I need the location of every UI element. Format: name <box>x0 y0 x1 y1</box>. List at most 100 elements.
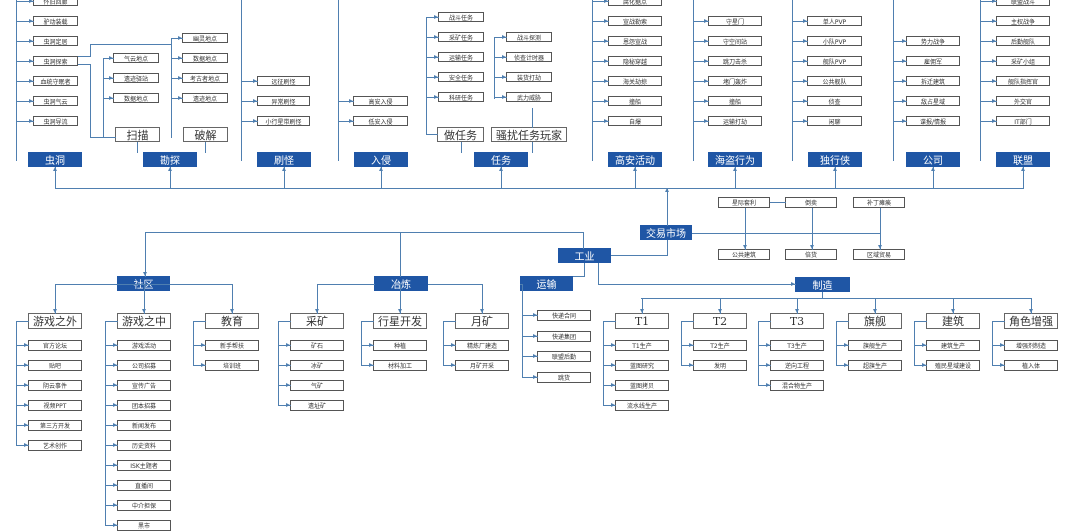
list-item[interactable]: IT部门 <box>996 116 1050 126</box>
list-item[interactable]: 高安入侵 <box>353 96 408 106</box>
list-item[interactable]: 采矿小组 <box>996 56 1050 66</box>
list-item[interactable]: 公共舰队 <box>807 76 862 86</box>
market-item[interactable]: 倍货 <box>785 249 837 260</box>
group-manufacturing[interactable]: T1 <box>615 313 669 329</box>
list-item[interactable]: 安全任务 <box>438 72 484 82</box>
list-item[interactable]: 中介担保 <box>117 500 171 511</box>
list-item[interactable]: 势力战争 <box>906 36 960 46</box>
list-item[interactable]: 怀旧回廊 <box>33 0 78 6</box>
list-item[interactable]: 考古者地点 <box>182 73 228 83</box>
list-item[interactable]: 数据地点 <box>182 53 228 63</box>
category-7[interactable]: 独行侠 <box>808 152 862 167</box>
market-item[interactable]: 倒卖 <box>785 197 837 208</box>
list-item[interactable]: 外交官 <box>996 96 1050 106</box>
list-item[interactable]: 拆迁建筑 <box>906 76 960 86</box>
list-item[interactable]: 宣传广告 <box>117 380 171 391</box>
list-item[interactable]: 贴吧 <box>28 360 82 371</box>
group-manufacturing[interactable]: 建筑 <box>926 313 980 329</box>
list-item[interactable]: 快递合同 <box>537 310 591 321</box>
list-item[interactable]: 异常刷怪 <box>257 96 310 106</box>
group-smelting[interactable]: 月矿 <box>455 313 509 329</box>
group-community[interactable]: 游戏之外 <box>28 313 82 329</box>
category-6[interactable]: 海盗行为 <box>708 152 762 167</box>
list-item[interactable]: 第三方开发 <box>28 420 82 431</box>
list-item[interactable]: 舰队指挥官 <box>996 76 1050 86</box>
list-item[interactable]: 月矿开采 <box>455 360 509 371</box>
list-item[interactable]: 视频PPT <box>28 400 82 411</box>
list-item[interactable]: 海关劫掠 <box>608 76 662 86</box>
group-community[interactable]: 教育 <box>205 313 259 329</box>
do-missions-box[interactable]: 做任务 <box>437 127 484 142</box>
group-manufacturing[interactable]: 旗舰 <box>848 313 902 329</box>
list-item[interactable]: 植入体 <box>1004 360 1058 371</box>
group-smelting[interactable]: 采矿 <box>290 313 344 329</box>
list-item[interactable]: 跳货 <box>537 371 591 383</box>
list-item[interactable]: 撞船 <box>708 96 762 106</box>
list-item[interactable]: T2生产 <box>693 340 747 351</box>
list-item[interactable]: 殖民星域建设 <box>926 360 980 371</box>
list-item[interactable]: 流水线生产 <box>615 400 669 411</box>
list-item[interactable]: 虫洞定居 <box>33 36 78 46</box>
list-item[interactable]: 虫洞导流 <box>33 116 78 126</box>
list-item[interactable]: 官方论坛 <box>28 340 82 351</box>
group-manufacturing[interactable]: T3 <box>770 313 824 329</box>
category-1[interactable]: 勘探 <box>143 152 197 167</box>
list-item[interactable]: 旗舰生产 <box>848 340 902 351</box>
list-item[interactable]: 游戏活动 <box>117 340 171 351</box>
list-item[interactable]: 主权战争 <box>996 16 1050 26</box>
manufacturing-box[interactable]: 制造 <box>795 277 850 292</box>
list-item[interactable]: 超旗生产 <box>848 360 902 371</box>
list-item[interactable]: 谍报/情报 <box>906 116 960 126</box>
list-item[interactable]: 堵门轰炸 <box>708 76 762 86</box>
list-item[interactable]: 增强剂制造 <box>1004 340 1058 351</box>
list-item[interactable]: 阴云事件 <box>28 380 82 391</box>
list-item[interactable]: 撞船 <box>608 96 662 106</box>
list-item[interactable]: 遗迹驿站 <box>113 73 159 83</box>
list-item[interactable]: 低安入侵 <box>353 116 408 126</box>
market-item[interactable]: 区域贸易 <box>853 249 905 260</box>
category-8[interactable]: 公司 <box>906 152 960 167</box>
list-item[interactable]: T3生产 <box>770 340 824 351</box>
group-community[interactable]: 游戏之中 <box>117 313 171 329</box>
list-item[interactable]: 团本招募 <box>117 400 171 411</box>
list-item[interactable]: 小行星带刷怪 <box>257 116 310 126</box>
list-item[interactable]: 舰队PVP <box>807 56 862 66</box>
list-item[interactable]: T1生产 <box>615 340 669 351</box>
list-item[interactable]: 混合物生产 <box>770 380 824 391</box>
market-item[interactable]: 公共建筑 <box>718 249 770 260</box>
list-item[interactable]: 艺术创作 <box>28 440 82 451</box>
list-item[interactable]: 数据地点 <box>113 93 159 103</box>
list-item[interactable]: 战斗任务 <box>438 12 484 22</box>
list-item[interactable]: 战斗探测 <box>506 32 552 42</box>
list-item[interactable]: 守星门 <box>708 16 762 26</box>
list-item[interactable]: 联盟后勤 <box>537 351 591 362</box>
harass-box[interactable]: 骚扰任务玩家 <box>491 127 567 142</box>
list-item[interactable]: 远征刷怪 <box>257 76 310 86</box>
list-item[interactable]: 气云地点 <box>113 53 159 63</box>
list-item[interactable]: 腐化据点 <box>608 0 662 6</box>
list-item[interactable]: 精炼厂建造 <box>455 340 509 351</box>
list-item[interactable]: 种植 <box>373 340 427 351</box>
list-item[interactable]: 遗址矿 <box>290 400 344 411</box>
list-item[interactable]: 武力威胁 <box>506 92 552 102</box>
list-item[interactable]: 直播间 <box>117 480 171 491</box>
list-item[interactable]: 矿石 <box>290 340 344 351</box>
category-2[interactable]: 刷怪 <box>257 152 311 167</box>
list-item[interactable]: 蓝图拷贝 <box>615 380 669 391</box>
category-9[interactable]: 联盟 <box>996 152 1050 167</box>
list-item[interactable]: 装货打劫 <box>506 72 552 82</box>
scan-box[interactable]: 扫描 <box>115 127 160 142</box>
list-item[interactable]: 恩怨宣战 <box>608 36 662 46</box>
industry-box[interactable]: 工业 <box>558 248 611 263</box>
list-item[interactable]: 运输任务 <box>438 52 484 62</box>
list-item[interactable]: 血统守眠者 <box>33 76 78 86</box>
list-item[interactable]: 虫洞气云 <box>33 96 78 106</box>
list-item[interactable]: 黑市 <box>117 520 171 531</box>
category-3[interactable]: 入侵 <box>354 152 408 167</box>
list-item[interactable]: 逆向工程 <box>770 360 824 371</box>
list-item[interactable]: 隐秘穿越 <box>608 56 662 66</box>
list-item[interactable]: 采矿任务 <box>438 32 484 42</box>
category-5[interactable]: 高安活动 <box>608 152 662 167</box>
community-box[interactable]: 社区 <box>117 276 170 291</box>
list-item[interactable]: 公司招募 <box>117 360 171 371</box>
